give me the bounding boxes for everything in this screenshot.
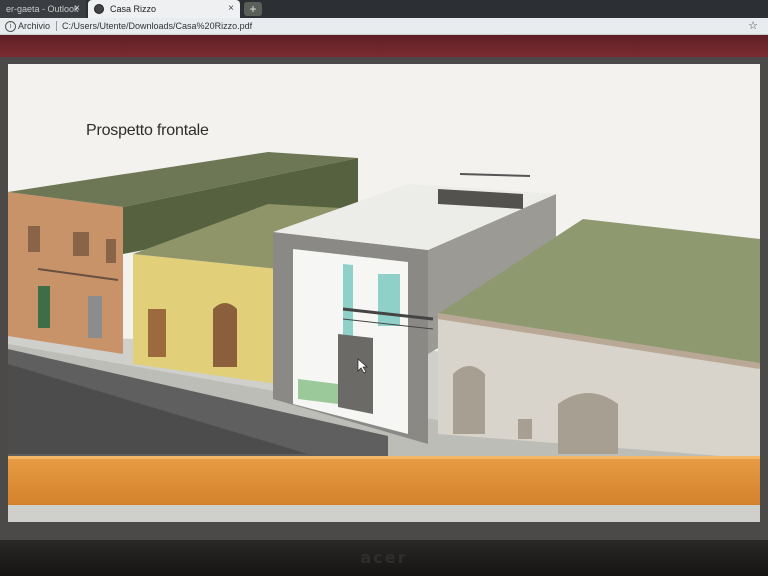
slide-page: Prospetto frontale: [8, 64, 760, 522]
tab-label: Casa Rizzo: [110, 4, 157, 14]
monitor-bezel: acer: [0, 540, 768, 576]
address-url[interactable]: C:/Users/Utente/Downloads/Casa%20Rizzo.p…: [62, 21, 253, 31]
address-separator: [56, 21, 57, 31]
bookmark-star-icon[interactable]: ☆: [748, 20, 758, 32]
close-icon[interactable]: ×: [74, 3, 80, 14]
address-scheme-label: Archivio: [18, 21, 51, 31]
new-tab-button[interactable]: +: [244, 2, 262, 16]
tab-outlook[interactable]: er-gaeta - Outlook ×: [0, 0, 86, 18]
info-icon[interactable]: i: [5, 21, 16, 32]
monitor-screen: er-gaeta - Outlook × Casa Rizzo × + i Ar…: [0, 0, 768, 540]
tab-label: er-gaeta - Outlook: [6, 4, 79, 14]
address-bar[interactable]: i Archivio C:/Users/Utente/Downloads/Cas…: [0, 18, 768, 35]
pdf-tab-icon: [94, 4, 104, 14]
tab-strip: er-gaeta - Outlook × Casa Rizzo × +: [0, 0, 768, 18]
tab-casa-rizzo[interactable]: Casa Rizzo ×: [88, 0, 240, 18]
slide-title: Prospetto frontale: [86, 122, 209, 139]
pdf-toolbar: [0, 35, 768, 57]
slide-footer-band: [8, 456, 760, 505]
close-icon[interactable]: ×: [228, 3, 234, 14]
monitor-brand-logo: acer: [360, 548, 408, 567]
